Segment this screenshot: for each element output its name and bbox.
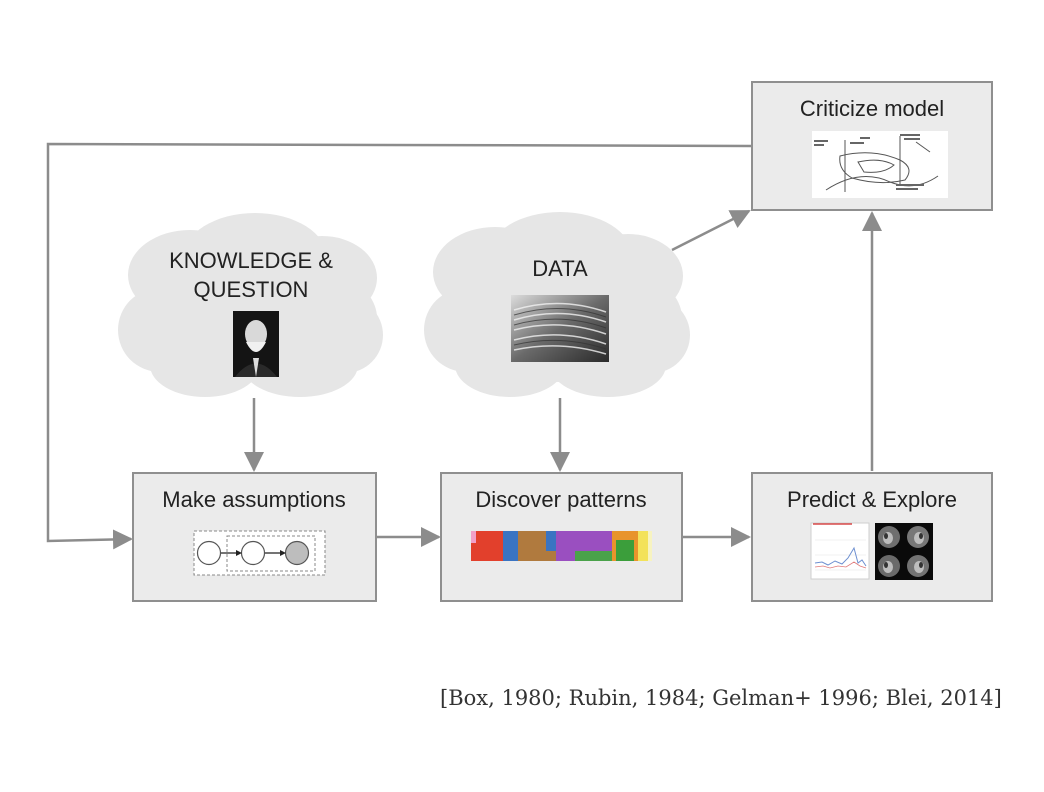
feedback-arrow [46, 142, 752, 550]
portrait-photo [233, 311, 279, 377]
brain-scan-thumbnail [875, 523, 933, 580]
discover-patterns-box: Discover patterns [440, 472, 683, 602]
newspaper-stack-photo [511, 295, 609, 362]
knowledge-cloud: KNOWLEDGE & QUESTION [118, 213, 383, 397]
data-to-criticize-arrow [671, 209, 751, 252]
model-criticism-sketch [812, 131, 948, 198]
make-assumptions-label: Make assumptions [162, 487, 345, 512]
predict-explore-label: Predict & Explore [787, 487, 957, 512]
make-assumptions-box: Make assumptions [132, 472, 377, 602]
citation-text: [Box, 1980; Rubin, 1984; Gelman+ 1996; B… [440, 686, 1002, 710]
data-label: DATA [532, 256, 588, 281]
predict-explore-box: Predict & Explore [751, 472, 993, 602]
knowledge-label-line2: QUESTION [194, 277, 309, 302]
connector-arrows [46, 142, 882, 550]
knowledge-label-line1: KNOWLEDGE & [169, 248, 333, 273]
graphical-model-chain [193, 530, 326, 576]
criticize-model-label: Criticize model [800, 96, 944, 121]
data-cloud: DATA [424, 212, 690, 397]
colored-pattern-strip [471, 531, 652, 561]
criticize-model-box: Criticize model [751, 81, 993, 211]
discover-patterns-label: Discover patterns [475, 487, 646, 512]
line-chart-thumbnail [810, 522, 870, 580]
